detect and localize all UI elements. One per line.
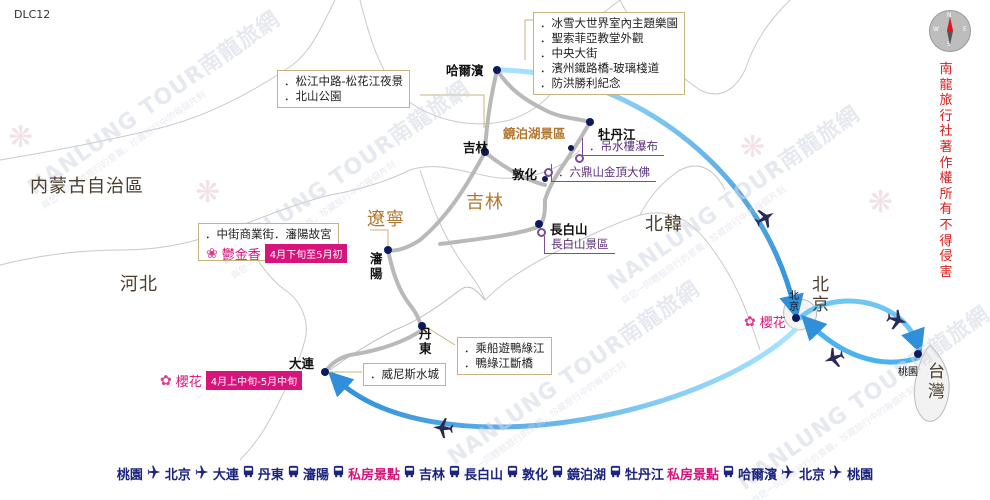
city-label: 哈爾濱 — [446, 63, 484, 78]
dalian-attractions-box: ．威尼斯水城 — [363, 363, 446, 386]
bloom-flower-name: 櫻花 — [175, 375, 202, 390]
tulip-bloom-badge: ❀ 鬱金香 4月下旬至5月初 — [206, 244, 348, 263]
map-code: DLC12 — [14, 8, 51, 21]
city-label: 吉林 — [463, 140, 489, 155]
bus-icon — [506, 465, 519, 481]
sakura-bloom-badge: ✿ 櫻花 — [744, 312, 786, 332]
route-stop: 北京 — [164, 467, 191, 483]
city-label: 鏡泊湖景區 — [503, 126, 566, 141]
route-stop: 私房景點 — [347, 467, 400, 483]
bus-icon — [551, 465, 564, 481]
region-label: 内蒙古自治區 — [30, 176, 144, 197]
dandong-attractions-box: ．乘船遊鴨綠江 ．鴨綠江斷橋 — [457, 337, 552, 375]
bus-icon — [448, 465, 461, 481]
route-stop: 丹東 — [257, 467, 284, 483]
route-legend: 桃園北京大連丹東瀋陽私房景點吉林長白山敦化鏡泊湖牡丹江私房景點哈爾濱北京桃園 — [0, 462, 990, 484]
region-label: 北韓 — [645, 214, 683, 235]
region-label: 河北 — [120, 274, 158, 295]
city-label: 敦化 — [512, 167, 538, 182]
route-stop: 私房景點 — [667, 467, 720, 483]
city-label: 北京 — [789, 291, 799, 313]
city-pin — [321, 368, 329, 376]
route-stop: 桃園 — [116, 467, 143, 483]
city-pin — [418, 322, 426, 330]
city-label: 桃園 — [898, 367, 918, 378]
city-pin — [568, 145, 574, 151]
scenic-pin — [575, 154, 584, 163]
scenic-tag: ．六鼎山金頂大佛 — [551, 164, 656, 182]
tulip-icon: ❀ — [206, 245, 218, 262]
bus-icon — [242, 465, 255, 481]
bus-icon — [332, 465, 345, 481]
route-stop: 北京 — [799, 467, 826, 483]
scenic-pin — [544, 168, 553, 177]
compass-icon: N S E W — [929, 10, 971, 52]
city-label: 長白山 — [550, 222, 588, 237]
city-pin — [792, 314, 800, 322]
city-label: 大連 — [289, 356, 315, 371]
bloom-period: 4月下旬至5月初 — [264, 244, 348, 263]
route-stop: 長白山 — [463, 467, 503, 483]
plane-icon — [146, 465, 162, 482]
bus-icon — [403, 465, 416, 481]
bloom-flower-name: 櫻花 — [759, 316, 786, 331]
plane-icon — [828, 465, 844, 482]
scenic-tag: 長白山景區 — [544, 236, 615, 254]
bus-icon — [609, 465, 622, 481]
city-pin — [493, 66, 501, 74]
watermark-logo-icon: ❋ — [740, 130, 766, 165]
route-stop: 敦化 — [522, 467, 549, 483]
city-pin — [914, 350, 922, 358]
route-stop: 吉林 — [418, 467, 445, 483]
route-stop: 大連 — [212, 467, 239, 483]
plane-icon — [194, 465, 210, 482]
region-label: 吉林 — [466, 192, 504, 213]
bus-icon — [287, 465, 300, 481]
city-label: 丹東 — [419, 326, 432, 356]
region-label: 北京 — [812, 275, 830, 315]
city-label: 瀋陽 — [370, 251, 383, 281]
jilin-attractions-box: ．松江中路-松花江夜景 ．北山公園 — [277, 70, 411, 108]
watermark-logo-icon: ❋ — [8, 120, 34, 155]
route-stop: 牡丹江 — [625, 467, 665, 483]
city-label: 牡丹江 — [598, 127, 636, 142]
sakura-icon: ✿ — [744, 313, 756, 330]
route-stop: 瀋陽 — [302, 467, 329, 483]
sakura-bloom-badge: ✿ 櫻花 4月上中旬-5月中旬 — [160, 371, 303, 390]
city-pin — [384, 246, 392, 254]
harbin-attractions-box: ．冰雪大世界室內主題樂園 ．聖索菲亞教堂外觀 ．中央大街 ．濱州鐵路橋-玻璃棧道… — [533, 12, 685, 95]
city-pin — [586, 118, 594, 126]
region-label: 台灣 — [928, 362, 946, 402]
route-stop: 鏡泊湖 — [567, 467, 607, 483]
bus-icon — [722, 465, 735, 481]
route-stop: 哈爾濱 — [738, 467, 778, 483]
bloom-period: 4月上中旬-5月中旬 — [205, 371, 303, 390]
city-pin — [481, 148, 489, 156]
city-pin — [542, 176, 548, 182]
sakura-icon: ✿ — [160, 372, 172, 389]
plane-icon — [780, 465, 796, 482]
route-stop: 桃園 — [847, 467, 874, 483]
watermark-logo-icon: ❋ — [195, 175, 221, 210]
scenic-pin — [537, 228, 546, 237]
city-pin — [535, 220, 543, 228]
region-label: 遼寧 — [367, 209, 405, 230]
scenic-tag: ．吊水樓瀑布 — [582, 138, 664, 156]
copyright-text: 南龍旅行社著作權所有 不得侵害 — [939, 62, 953, 280]
watermark-logo-icon: ❋ — [868, 185, 894, 220]
bloom-flower-name: 鬱金香 — [221, 248, 261, 263]
